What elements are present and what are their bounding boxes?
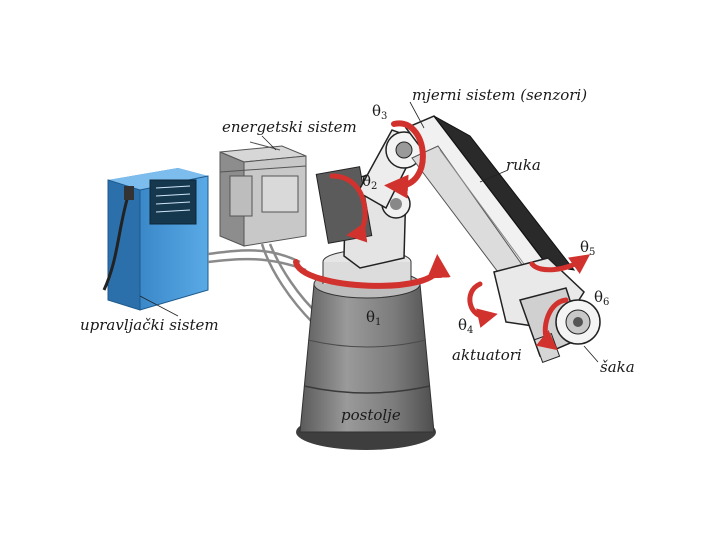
robot-wrist [493, 257, 601, 363]
label-power-system: energetski sistem [222, 118, 357, 136]
label-theta3: θ3 [372, 102, 387, 122]
label-theta4: θ4 [458, 316, 473, 336]
label-base: postolje [341, 406, 401, 424]
power-unit [219, 141, 307, 247]
theta5-arrow [529, 254, 591, 274]
label-control-system: upravljački sistem [80, 316, 219, 334]
control-cable [102, 195, 130, 291]
label-actuators: aktuatori [452, 346, 522, 364]
robot-forearm [404, 115, 576, 289]
label-theta6: θ6 [594, 288, 609, 308]
theta6-arrow [535, 297, 569, 351]
theta3-arrow [384, 120, 426, 199]
connection-cables [207, 243, 321, 325]
label-theta2: θ2 [362, 172, 377, 192]
label-arm: ruka [506, 156, 541, 174]
robot-upper-arm [356, 129, 423, 210]
control-cabinet [102, 168, 209, 311]
label-theta1: θ1 [366, 308, 381, 328]
theta1-arrow [293, 254, 451, 289]
cabinet-handle [124, 186, 134, 200]
label-hand: šaka [600, 358, 635, 376]
label-measuring-system: mjerni sistem (senzori) [412, 86, 587, 104]
rotation-arrows [293, 120, 591, 351]
theta2-arrow [329, 173, 368, 243]
leader-lines [139, 101, 599, 363]
label-theta5: θ5 [580, 238, 595, 258]
theta4-arrow [467, 281, 498, 328]
